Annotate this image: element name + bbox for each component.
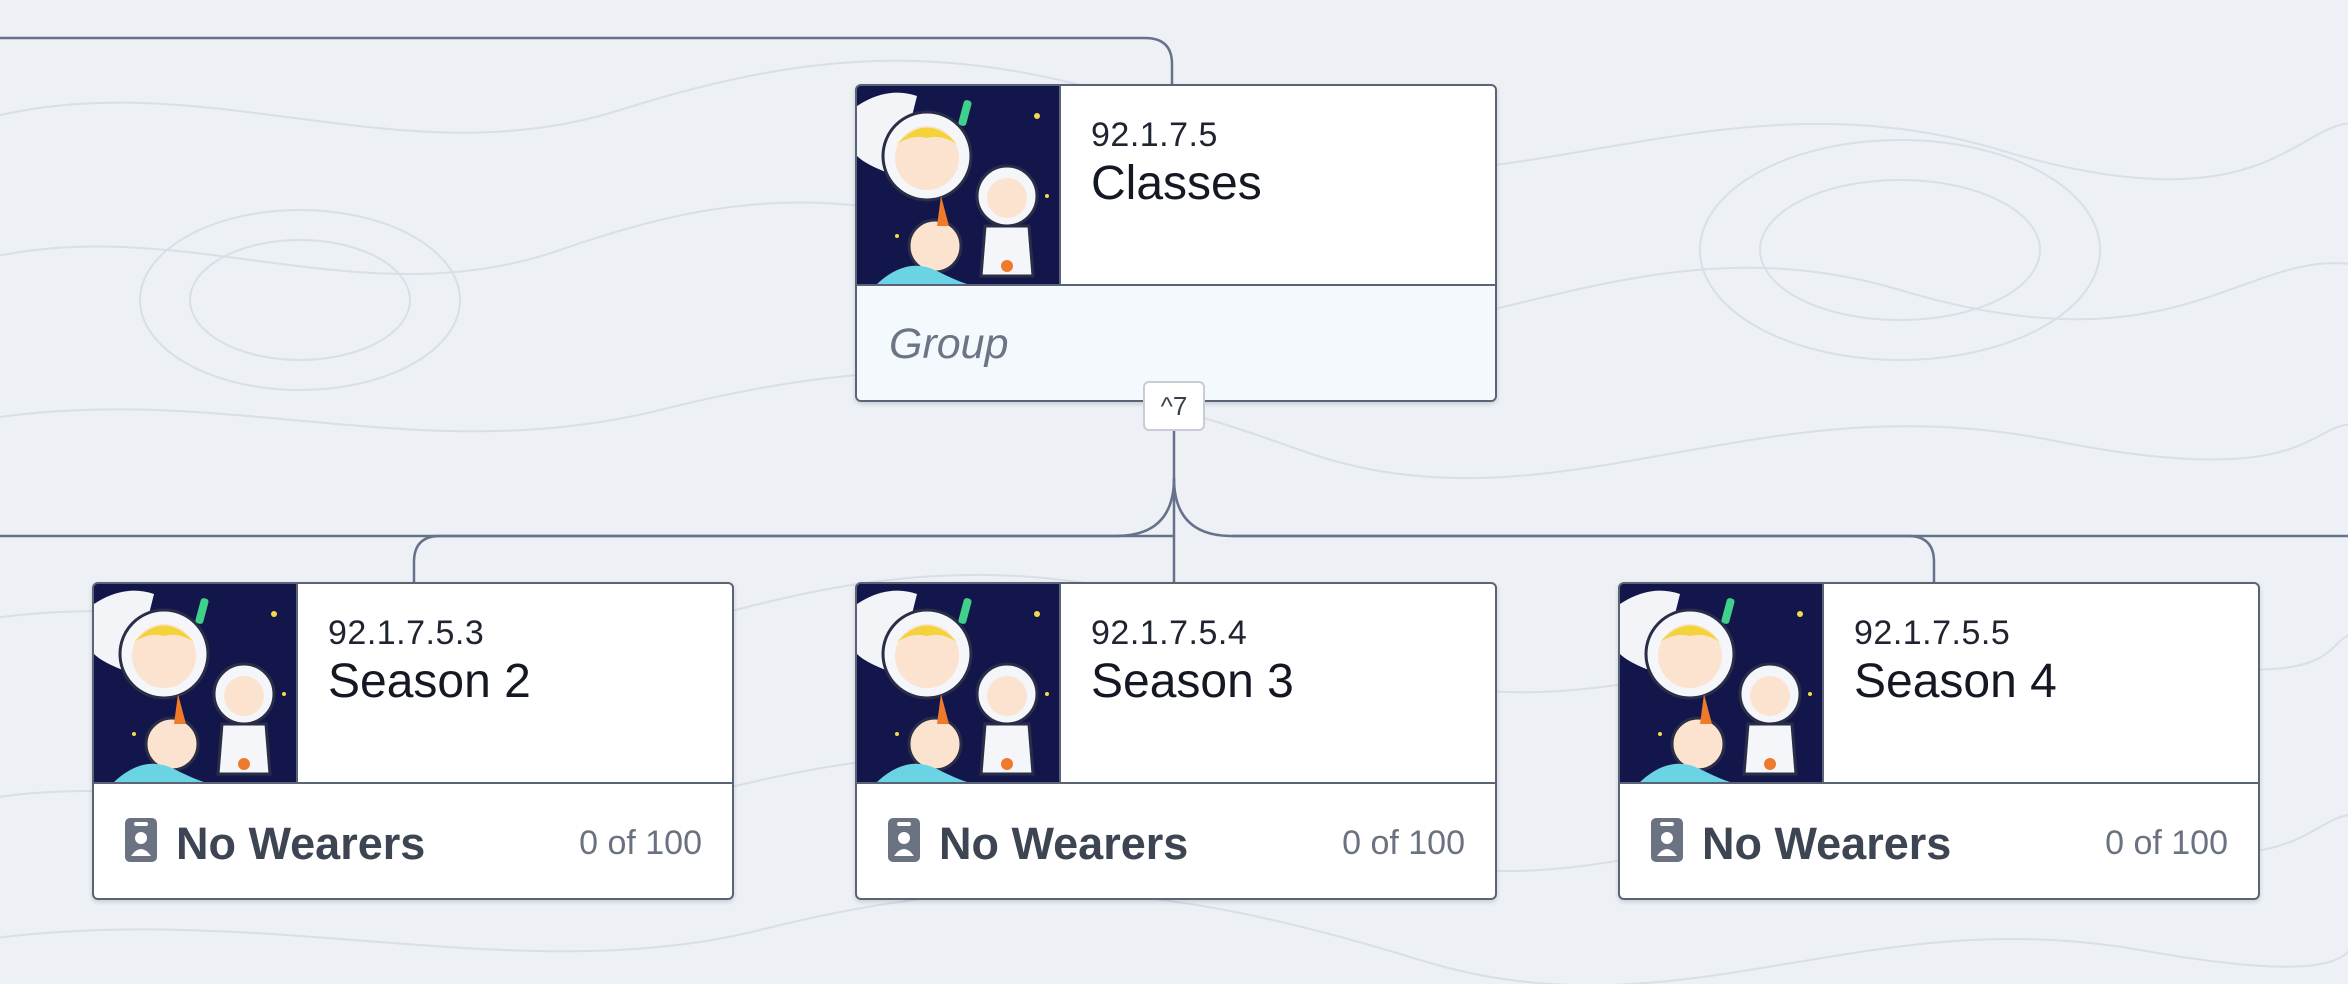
role-card-classes[interactable]: 92.1.7.5 Classes Group bbox=[855, 84, 1497, 402]
role-card-header: 92.1.7.5.5 Season 4 bbox=[1620, 584, 2258, 784]
wearer-count: 0 of 100 bbox=[579, 824, 702, 862]
astronaut-babies-image bbox=[857, 86, 1061, 284]
group-label: Group bbox=[889, 320, 1009, 368]
wearers-panel: No Wearers 0 of 100 bbox=[1620, 784, 2258, 898]
wearer-badge-icon bbox=[1651, 818, 1683, 862]
role-id: 92.1.7.5 bbox=[1091, 116, 1218, 154]
role-card-header: 92.1.7.5.4 Season 3 bbox=[857, 584, 1495, 784]
wearer-label: No Wearers bbox=[1702, 818, 1952, 869]
wearer-badge-icon bbox=[888, 818, 920, 862]
role-id: 92.1.7.5.4 bbox=[1091, 614, 1248, 652]
role-card-header: 92.1.7.5.3 Season 2 bbox=[94, 584, 732, 784]
wearer-badge-icon bbox=[125, 818, 157, 862]
wearers-panel: No Wearers 0 of 100 bbox=[94, 784, 732, 898]
astronaut-babies-image bbox=[1620, 584, 1824, 782]
role-id: 92.1.7.5.5 bbox=[1854, 614, 2011, 652]
role-name: Season 2 bbox=[328, 655, 531, 708]
role-id: 92.1.7.5.3 bbox=[328, 614, 485, 652]
wearer-label: No Wearers bbox=[939, 818, 1189, 869]
role-name: Season 3 bbox=[1091, 655, 1294, 708]
role-card-header: 92.1.7.5 Classes bbox=[857, 86, 1495, 286]
wearer-label: No Wearers bbox=[176, 818, 426, 869]
role-name: Season 4 bbox=[1854, 655, 2057, 708]
wearer-count: 0 of 100 bbox=[1342, 824, 1465, 862]
collapse-children-button[interactable]: ^7 bbox=[1143, 381, 1205, 431]
astronaut-babies-image bbox=[857, 584, 1061, 782]
wearers-panel: No Wearers 0 of 100 bbox=[857, 784, 1495, 898]
role-card-season-3[interactable]: 92.1.7.5.4 Season 3 No Wearers 0 of 100 bbox=[855, 582, 1497, 900]
role-name: Classes bbox=[1091, 157, 1262, 210]
astronaut-babies-image bbox=[94, 584, 298, 782]
role-card-season-2[interactable]: 92.1.7.5.3 Season 2 No Wearers 0 of 100 bbox=[92, 582, 734, 900]
role-card-season-4[interactable]: 92.1.7.5.5 Season 4 No Wearers 0 of 100 bbox=[1618, 582, 2260, 900]
wearer-count: 0 of 100 bbox=[2105, 824, 2228, 862]
